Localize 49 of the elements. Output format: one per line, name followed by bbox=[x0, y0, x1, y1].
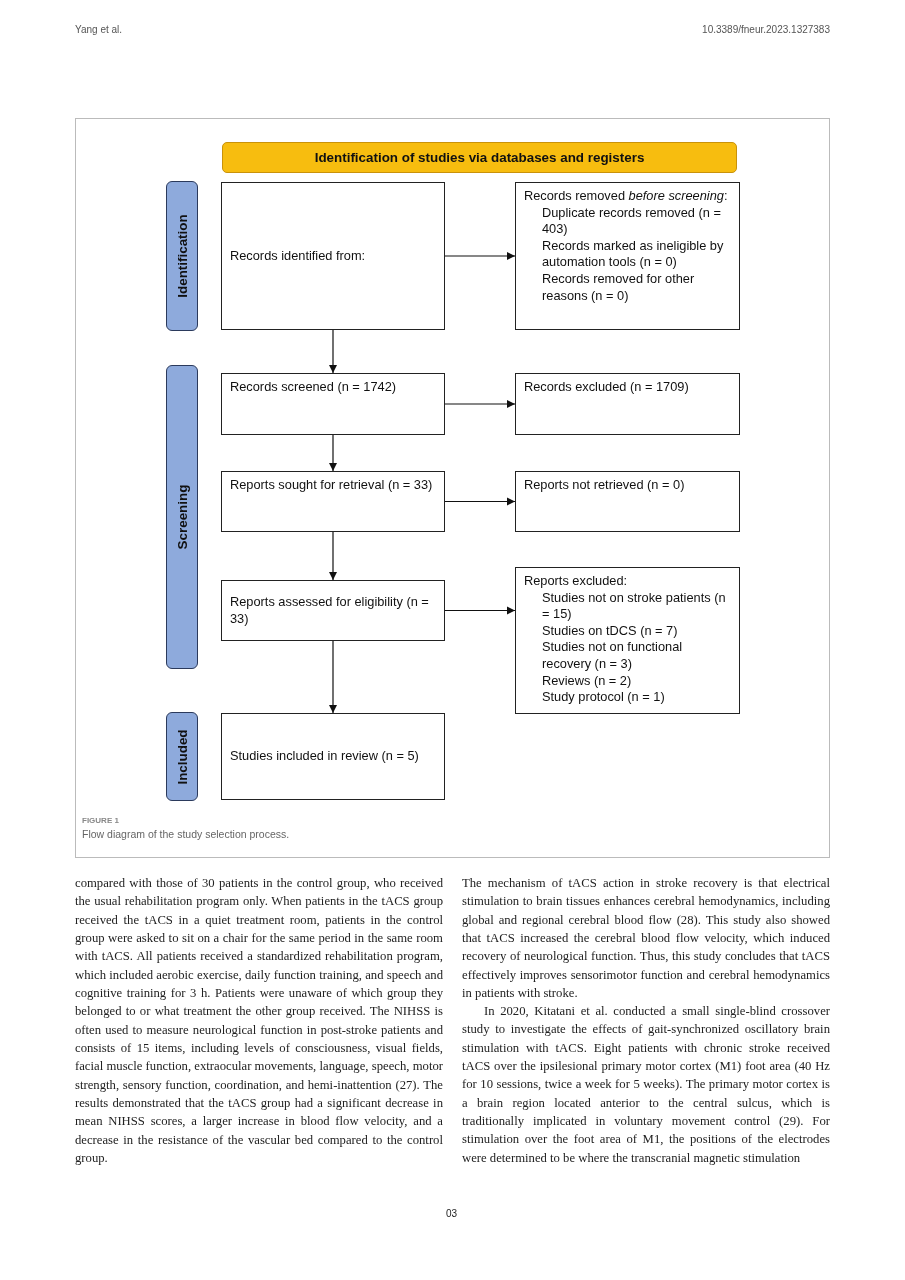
body-paragraph: In 2020, Kitatani et al. conducted a small single-blind crossover study to investigate the effects of gait-synchronized oscillatory brain stimulation with tACS. Eight patients with chronic stroke received tACS over the ipsilesional primary motor cortex (M1) foot area (40 Hz for 10 sessions, twice a week for 5 weeks). The primary motor cortex is a brain region located anterior to the central sulcus, which is traditionally implicated in voluntary movement control (29). For stimulation over the foot area of M1, the positions of the electrodes were determined to be where the transcranial magnetic stimulation bbox=[462, 1003, 830, 1167]
list-item: Duplicate records removed (n = 403) bbox=[541, 204, 722, 238]
list-item: Study protocol (n = 1) bbox=[541, 689, 666, 706]
box-text: Studies included in review (n = 5) bbox=[230, 748, 420, 765]
arrow bbox=[328, 640, 338, 714]
list-item: Studies not on functional recovery (n = 3) bbox=[541, 639, 684, 673]
body-paragraph: compared with those of 30 patients in the control group, who received the usual rehabilitation program only. When patients in the tACS group received the tACS in a quiet treatment room, patients in the control group were asked to sit on a chair for the same period in the same room with tACS. All patients received a standardized rehabilitation program, which included aerobic exercise, daily function training, and speech and cognitive training for 3 h. Patients were unaware of which group they belonged to or what treatment the other group received. The NIHSS is often used to measure neurological function in post-stroke patients and consists of 15 items, including levels of consciousness, visual fields, facial muscle function, extraocular movements, language, speech, motor strength, sensory function, coordination, and hemi-inattention (27). The results demonstrated that the tACS group had a significant decrease in mean NIHSS scores, a larger increase in blood flow velocity, and a decrease in the resistance of the vascular bed compared to the control group. bbox=[75, 875, 443, 1168]
process-box bbox=[221, 471, 445, 532]
box-text: Records identified from: bbox=[230, 247, 367, 265]
arrow bbox=[328, 531, 338, 581]
process-box bbox=[515, 567, 740, 714]
doi-header: 10.3389/fneur.2023.1327383 bbox=[702, 24, 830, 35]
box-text: Reports not retrieved (n = 0) bbox=[524, 477, 686, 494]
list-item: Reviews (n = 2) bbox=[541, 672, 633, 690]
stage-label: Identification bbox=[174, 214, 190, 298]
stage-band bbox=[166, 181, 198, 331]
process-box bbox=[221, 182, 445, 330]
process-box bbox=[221, 580, 445, 641]
arrow bbox=[328, 329, 338, 374]
process-box bbox=[221, 373, 445, 435]
section-header: Identification of studies via databases and registers bbox=[222, 142, 737, 173]
process-box bbox=[515, 471, 740, 532]
list-item: Studies on tDCS (n = 7) bbox=[541, 622, 679, 640]
process-box bbox=[515, 373, 740, 435]
list-item: Studies not on stroke patients (n = 15) bbox=[541, 589, 727, 623]
stage-label: Screening bbox=[174, 484, 190, 550]
box-text: Reports assessed for eligibility (n = 33) bbox=[230, 593, 430, 628]
box-text: Reports sought for retrieval (n = 33) bbox=[230, 477, 434, 494]
page-number: 03 bbox=[446, 1208, 458, 1219]
list-item: Records marked as ineligible by automation tools (n = 0) bbox=[541, 237, 725, 271]
box-text: Records excluded (n = 1709) bbox=[524, 379, 690, 396]
body-paragraph: The mechanism of tACS action in stroke recovery is that electrical stimulation to brain tissues enhances cerebral hemodynamics, including global and regional cerebral blood flow (28). This study also showed that tACS increased the cerebral blood flow velocity, which induced recovery of neurological function. Thus, this study concludes that tACS effectively improves sensorimotor function and cerebral hemodynamics in patients with stroke. bbox=[462, 875, 830, 1003]
box-text: Records screened (n = 1742) bbox=[230, 379, 398, 396]
figure-number: FIGURE 1 bbox=[82, 816, 119, 825]
stage-band bbox=[166, 712, 198, 801]
list-item: Records removed for other reasons (n = 0) bbox=[541, 270, 696, 305]
box-text: Reports excluded: bbox=[524, 573, 629, 590]
stage-band bbox=[166, 365, 198, 669]
arrow bbox=[328, 434, 338, 472]
arrow bbox=[444, 251, 516, 261]
box-text: Records removed before screening: bbox=[524, 188, 729, 205]
author-header: Yang et al. bbox=[75, 24, 123, 35]
stage-label: Included bbox=[174, 728, 190, 785]
process-box bbox=[515, 182, 740, 330]
arrow bbox=[444, 399, 516, 409]
figure-caption: Flow diagram of the study selection process. bbox=[82, 828, 290, 840]
arrow bbox=[444, 606, 516, 615]
process-box bbox=[221, 713, 445, 800]
arrow bbox=[444, 497, 516, 506]
